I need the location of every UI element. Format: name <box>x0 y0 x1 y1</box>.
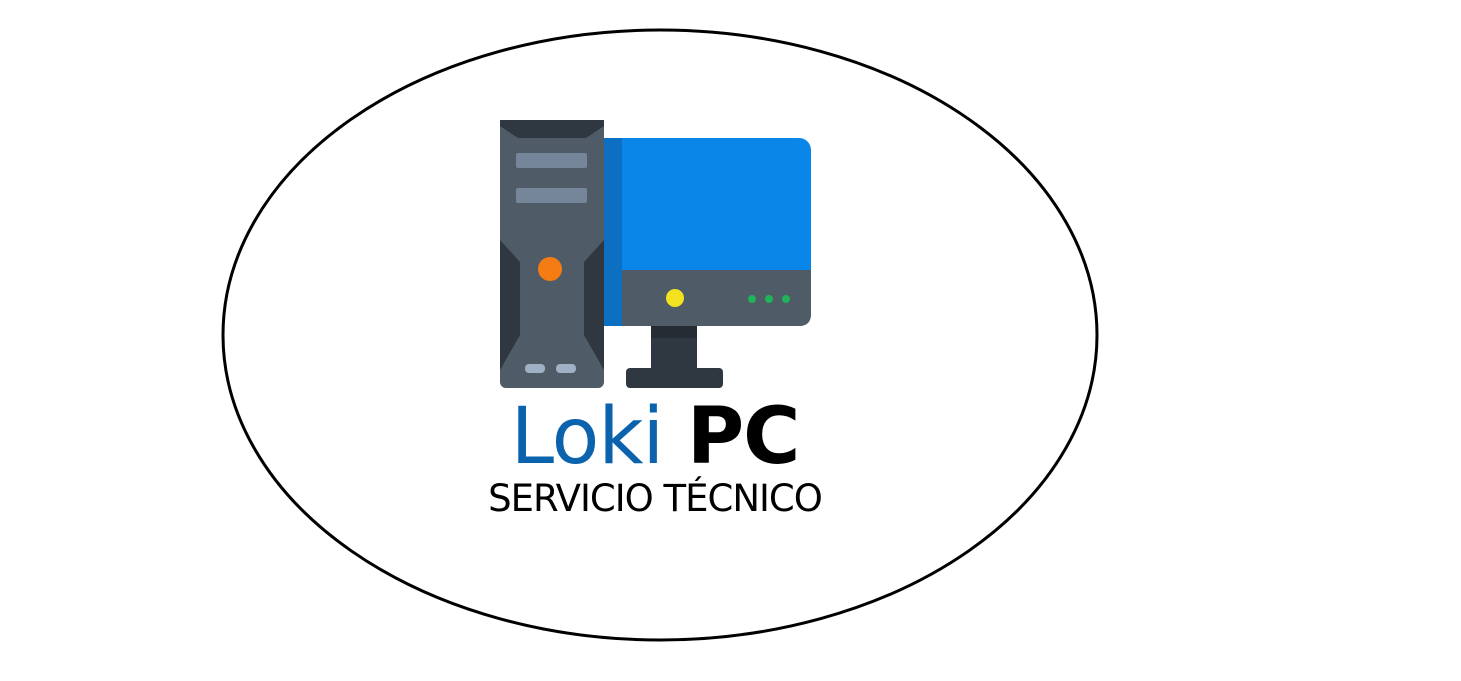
tower-right-panel <box>584 240 604 370</box>
brand-name: Loki PC <box>440 392 870 482</box>
monitor-screen-shadow <box>600 138 622 326</box>
desktop-computer-icon <box>500 120 811 388</box>
monitor-led-3 <box>782 295 790 303</box>
tower-port-1 <box>525 364 545 373</box>
tower-power-button <box>538 257 562 281</box>
brand-name-secondary: PC <box>687 392 800 482</box>
monitor-led-1 <box>748 295 756 303</box>
tower-case <box>500 120 604 388</box>
tower-drive-bay-2 <box>516 188 587 203</box>
tower-top <box>500 120 604 138</box>
monitor-led-2 <box>765 295 773 303</box>
tower-port-2 <box>556 364 576 373</box>
tower-left-panel <box>500 240 520 370</box>
monitor-base <box>626 368 723 388</box>
brand-tagline: SERVICIO TÉCNICO <box>488 477 823 520</box>
tower-drive-bay-1 <box>516 153 587 168</box>
monitor-bezel <box>585 270 811 326</box>
monitor-power-light <box>666 289 684 307</box>
brand-name-primary: Loki <box>510 392 665 482</box>
